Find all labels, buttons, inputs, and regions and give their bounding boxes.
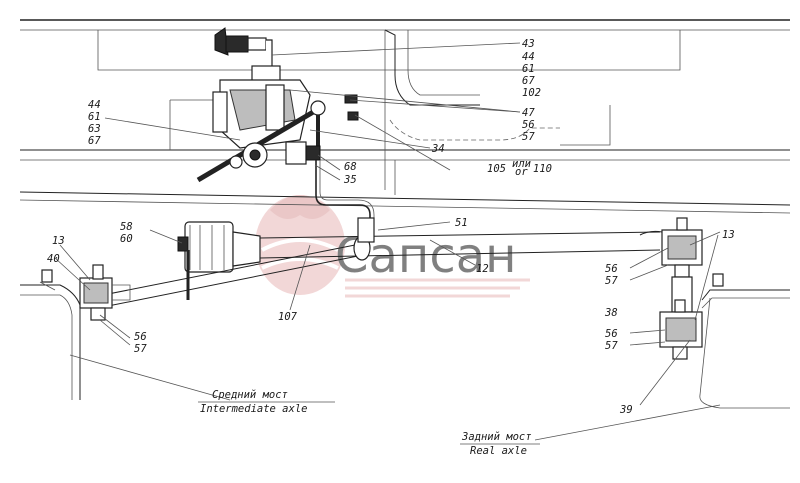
- intermediate-axle-side: [20, 264, 131, 400]
- callout-61: 61: [522, 63, 535, 75]
- callout-56-left: 56: [134, 331, 147, 343]
- callout-67: 67: [522, 75, 535, 87]
- callout-or-ru: или: [512, 158, 531, 170]
- callout-105: 105: [487, 163, 506, 175]
- caption-rear-en: Real axle: [470, 445, 527, 457]
- axle-captions: Средний мост Intermediate axle Задний мо…: [198, 389, 540, 457]
- vehicle-frame: [19, 19, 791, 214]
- callout-40: 40: [47, 253, 60, 265]
- caption-intermediate-ru: Средний мост: [212, 389, 288, 401]
- rear-axle-side: [639, 217, 790, 409]
- callout-110: 110: [533, 163, 552, 175]
- callout-13-left: 13: [52, 235, 65, 247]
- levelling-valve-assembly: [87, 217, 661, 309]
- callout-51: 51: [455, 217, 468, 229]
- callout-56-right-upper: 56: [605, 263, 618, 275]
- callout-39: 39: [619, 404, 633, 416]
- callout-numbers: 43 44 61 67 102 44 61 63 67 47 56 57 34 …: [47, 38, 735, 416]
- callout-68: 68: [344, 161, 357, 173]
- callout-38: 38: [604, 307, 618, 319]
- callout-44: 44: [522, 51, 535, 63]
- callout-12: 12: [476, 263, 489, 275]
- callout-57-left: 57: [134, 343, 147, 355]
- callout-61-left: 61: [88, 111, 101, 123]
- callout-58: 58: [120, 221, 133, 233]
- callout-43: 43: [522, 38, 535, 50]
- callout-56: 56: [522, 119, 535, 131]
- callout-or-en: or: [515, 166, 528, 178]
- callout-44-left: 44: [88, 99, 101, 111]
- callout-56-right-lower: 56: [605, 328, 618, 340]
- upper-valve-assembly: [196, 27, 375, 240]
- callout-57-right-lower: 57: [605, 340, 618, 352]
- callout-57: 57: [522, 131, 535, 143]
- caption-rear-ru: Задний мост: [461, 431, 532, 443]
- callout-13-right: 13: [722, 229, 735, 241]
- callout-67-left: 67: [88, 135, 101, 147]
- callout-102: 102: [522, 87, 541, 99]
- callout-60: 60: [120, 233, 133, 245]
- callout-35: 35: [343, 174, 357, 186]
- callout-63: 63: [88, 123, 101, 135]
- callout-107: 107: [278, 311, 298, 323]
- watermark-logo: Сапсан: [255, 195, 530, 298]
- callout-34: 34: [431, 143, 445, 155]
- callout-57-right-upper: 57: [605, 275, 618, 287]
- leader-lines: [54, 42, 721, 441]
- caption-intermediate-en: Intermediate axle: [200, 403, 307, 415]
- callout-47: 47: [522, 107, 535, 119]
